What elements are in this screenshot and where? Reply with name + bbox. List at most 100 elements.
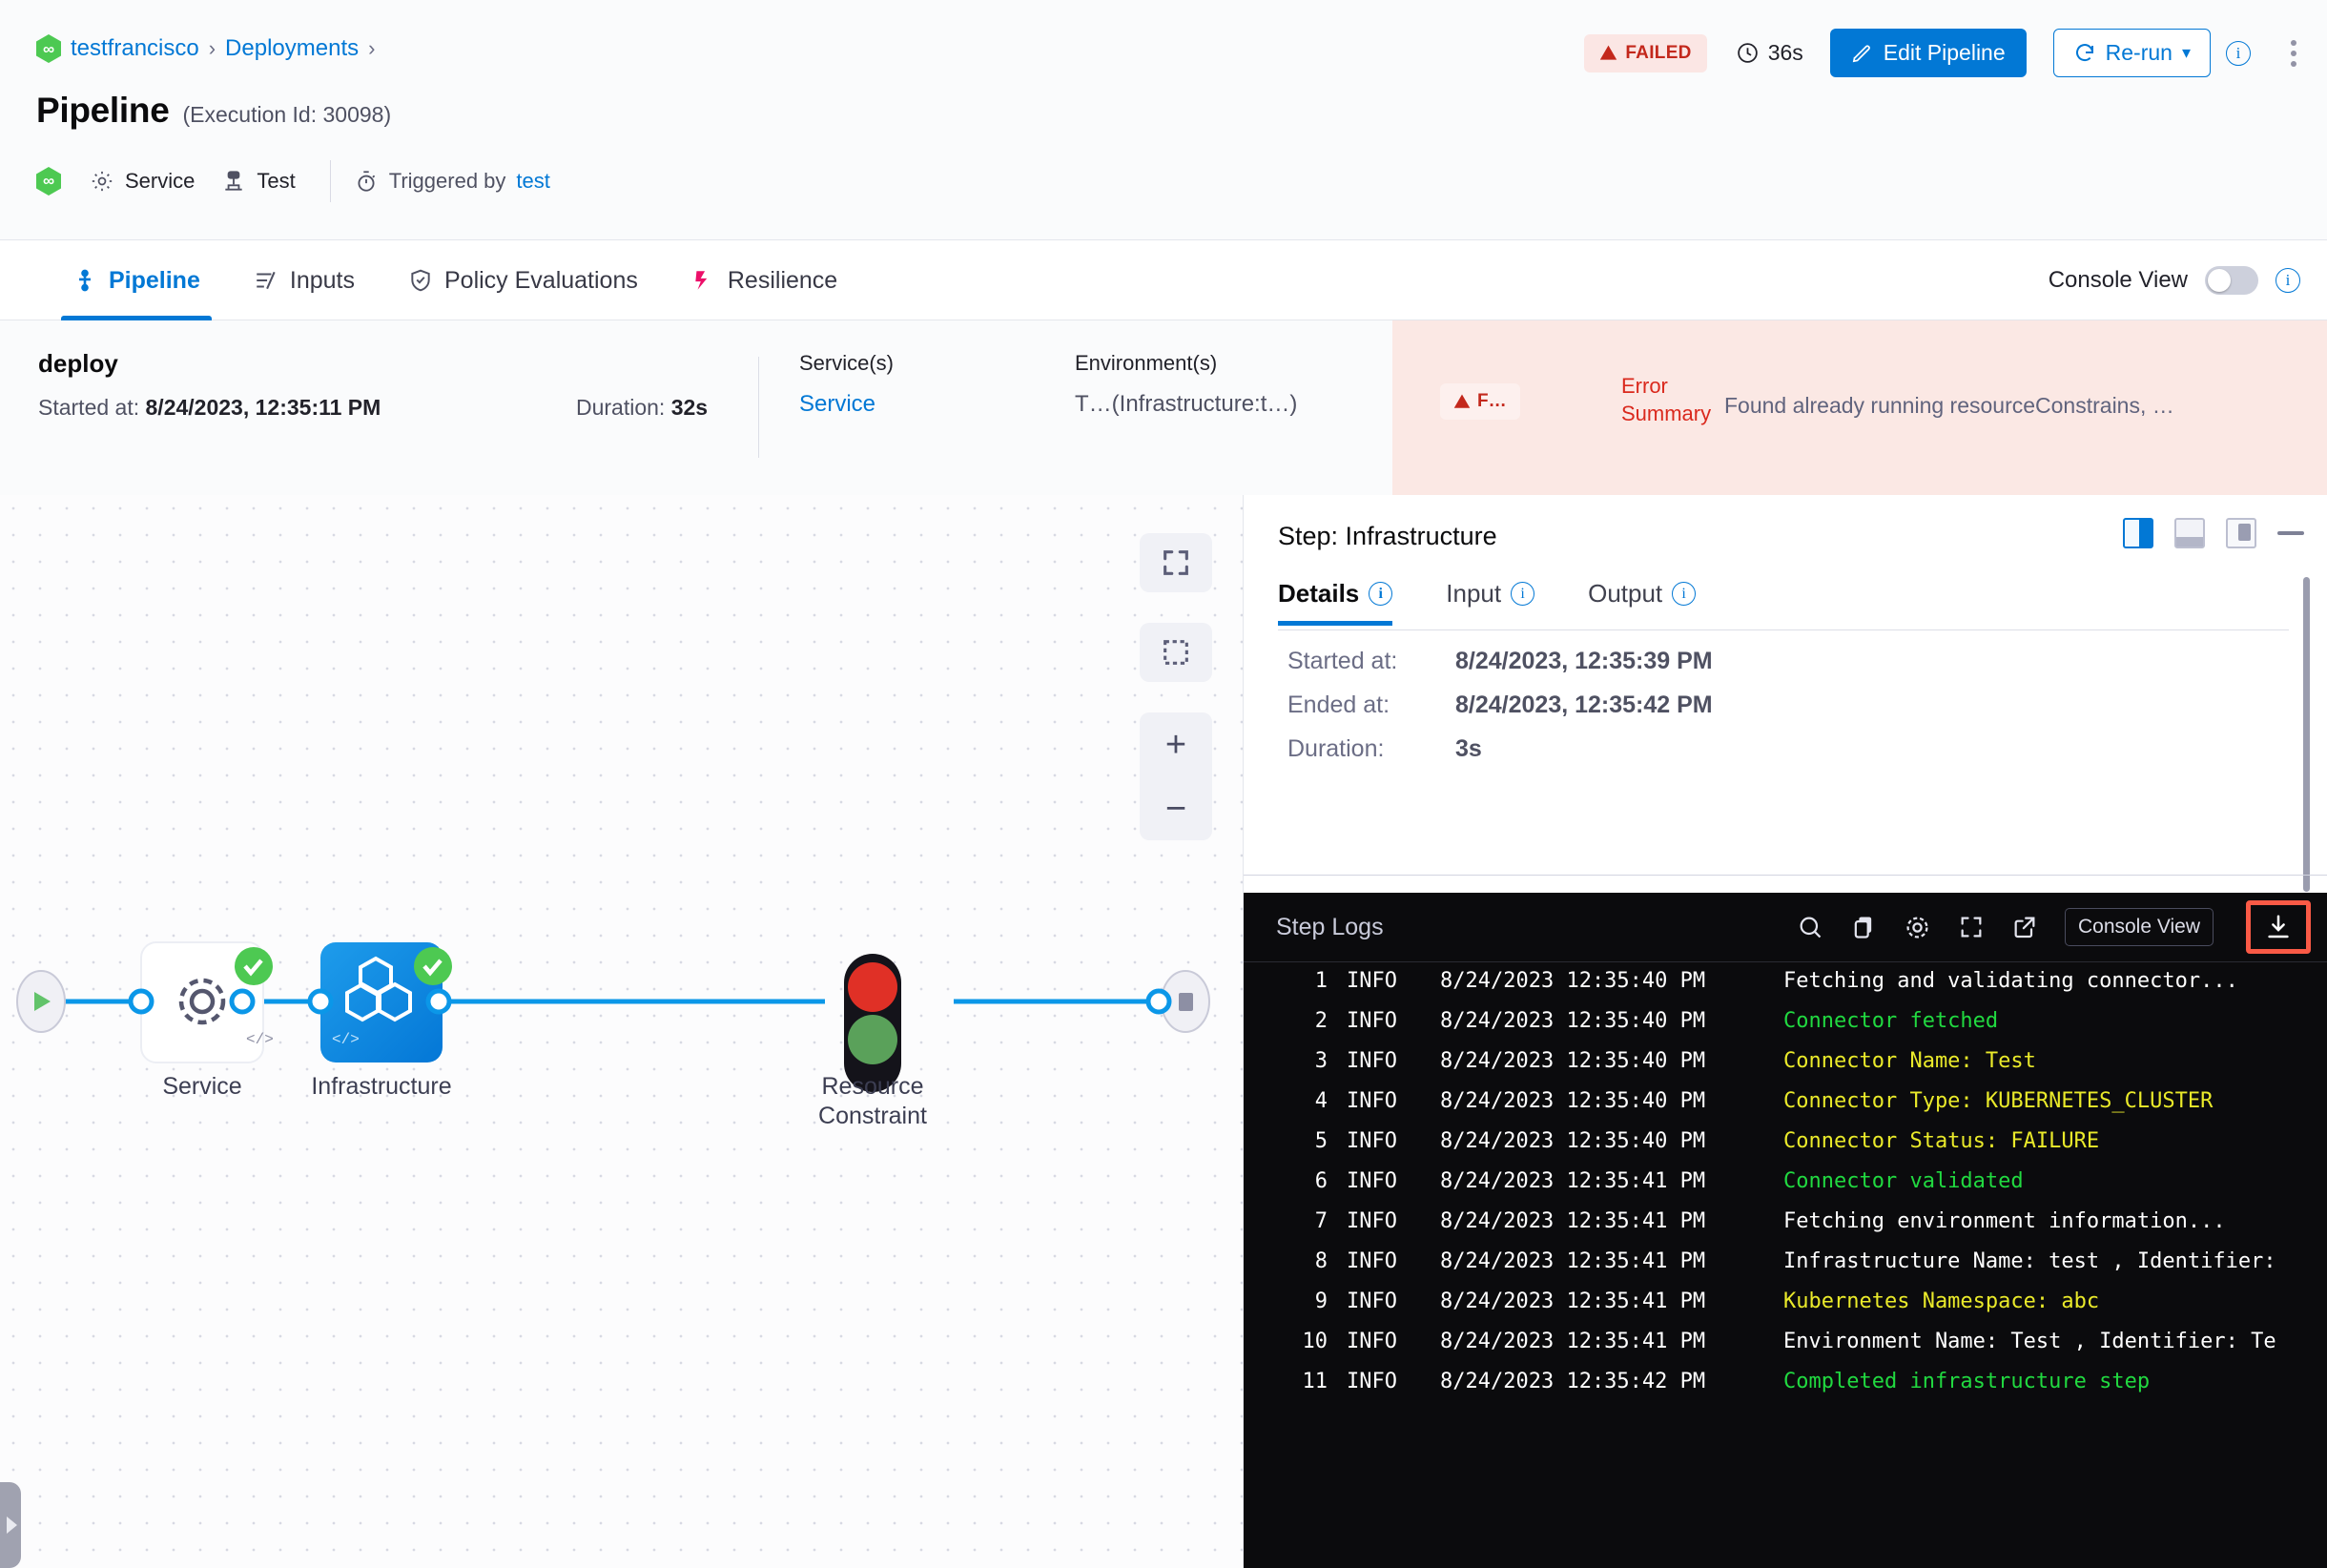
log-timestamp: 8/24/2023 12:35:41 PM [1440,1330,1706,1353]
stage-environments-value[interactable]: T…(Infrastructure:t…) [1075,391,1298,417]
minimize-icon[interactable] [2277,531,2304,535]
triggered-by-user[interactable]: test [516,169,550,193]
stopwatch-icon [358,171,375,192]
pipeline-start-node[interactable] [16,970,66,1033]
breadcrumb: ∞ testfrancisco › Deployments › [36,34,375,63]
log-level: INFO [1347,1249,1397,1273]
log-level: INFO [1347,1289,1397,1313]
tab-pipeline[interactable]: Pipeline [46,240,227,320]
more-vertical-icon[interactable] [2285,34,2302,72]
tab-resilience[interactable]: Resilience [665,240,864,320]
info-icon[interactable]: i [1672,582,1697,606]
fullscreen-icon[interactable] [1958,914,1985,940]
step-panel-scrollbar[interactable] [2303,577,2310,892]
tab-details-label: Details [1278,579,1360,608]
zoom-in-button[interactable]: + [1164,724,1187,765]
open-external-icon[interactable] [2011,914,2038,940]
resilience-icon [695,271,708,290]
warning-triangle-icon [1453,394,1471,408]
log-level: INFO [1347,1370,1397,1393]
step-panel-tabs: Details i Input i Output i [1278,579,1749,626]
rerun-button[interactable]: Re-run ▾ [2052,29,2211,77]
gear-icon[interactable] [1904,914,1931,941]
port-left [307,988,334,1015]
execution-id: (Execution Id: 30098) [182,102,392,127]
stage-services-value[interactable]: Service [799,391,876,417]
pipeline-node-service[interactable]: </> [128,941,274,1063]
log-level: INFO [1347,1049,1397,1073]
traffic-light-icon [844,954,901,1092]
search-icon[interactable] [1797,914,1823,940]
console-view-switch[interactable] [2205,266,2258,295]
pipeline-end-node[interactable] [1145,970,1210,1033]
status-badge-label: FAILED [1625,42,1692,63]
fullscreen-icon[interactable] [1140,533,1212,592]
stage-duration-label: Duration: [576,395,666,420]
tab-output[interactable]: Output i [1588,579,1717,626]
meta-service: Service [90,169,195,194]
log-message: Connector Name: Test [1783,1049,2036,1073]
split-right-icon[interactable] [2123,518,2153,548]
zoom-out-button[interactable]: − [1164,788,1187,829]
log-timestamp: 8/24/2023 12:35:42 PM [1440,1370,1706,1393]
log-timestamp: 8/24/2023 12:35:40 PM [1440,1129,1706,1153]
canvas-collapse-handle[interactable] [0,1482,21,1568]
stage-name: deploy [38,349,118,378]
meta-service-label: Service [125,169,196,193]
marquee-select-icon[interactable] [1140,623,1212,682]
log-message: Connector validated [1783,1169,2024,1193]
stage-summary-left: deploy Started at: 8/24/2023, 12:35:11 P… [0,320,1392,495]
pipeline-icon [79,269,91,292]
log-line-number: 2 [1314,1009,1328,1033]
stage-environments: Environment(s) T…(Infrastructure:t…) [1075,351,1297,418]
stage-duration: Duration: 32s [576,395,708,421]
tab-output-label: Output [1588,579,1663,608]
detail-value: 8/24/2023, 12:35:42 PM [1455,691,1713,718]
tab-details[interactable]: Details i [1278,579,1413,626]
download-logs-button[interactable] [2246,900,2311,954]
float-icon[interactable] [2226,518,2256,548]
main-tab-bar: Pipeline Inputs Policy Evaluations Resil… [0,240,2327,320]
shield-check-icon [411,269,430,292]
tab-inputs[interactable]: Inputs [227,240,381,320]
pipeline-canvas[interactable]: </> </> [0,495,1243,1568]
info-icon[interactable]: i [1369,582,1393,606]
step-logs-toolbar: Step Logs [1244,893,2327,961]
rerun-info-icon[interactable]: i [2226,40,2251,66]
log-timestamp: 8/24/2023 12:35:41 PM [1440,1209,1706,1233]
breadcrumb-item-account[interactable]: testfrancisco [71,35,199,61]
step-panel-mode-controls [2123,518,2304,548]
download-icon [2268,915,2289,939]
page-title-row: Pipeline (Execution Id: 30098) [36,91,391,131]
log-level: INFO [1347,1089,1397,1113]
tab-resilience-label: Resilience [727,266,838,294]
edit-pipeline-button[interactable]: Edit Pipeline [1829,29,2027,77]
rerun-label: Re-run [2105,40,2173,65]
infrastructure-icon [225,171,243,191]
execution-meta-row: ∞ Service Test Triggered by test [36,160,577,202]
step-logs-section: Step Logs [1244,893,2327,1568]
pipeline-node-resource-constraint[interactable] [844,954,901,1092]
console-view-info-icon[interactable]: i [2276,268,2300,293]
info-icon[interactable]: i [1511,582,1535,606]
logs-console-view-button[interactable]: Console View [2064,908,2214,946]
pipeline-node-infrastructure[interactable]: </> [307,942,452,1063]
stage-started-value: 8/24/2023, 12:35:11 PM [145,395,381,420]
refresh-icon [2075,43,2093,61]
tab-input[interactable]: Input i [1446,579,1555,626]
copy-icon[interactable] [1850,914,1877,940]
breadcrumb-item-deployments[interactable]: Deployments [225,35,360,61]
log-line-number: 6 [1314,1169,1328,1193]
port-right [425,988,452,1015]
log-line-number: 4 [1314,1089,1328,1113]
log-line-number: 8 [1314,1249,1328,1273]
tab-policy-evaluations[interactable]: Policy Evaluations [381,240,665,320]
split-bottom-icon[interactable] [2174,518,2205,548]
top-header-bar: ∞ testfrancisco › Deployments › Pipeline… [0,0,2327,240]
